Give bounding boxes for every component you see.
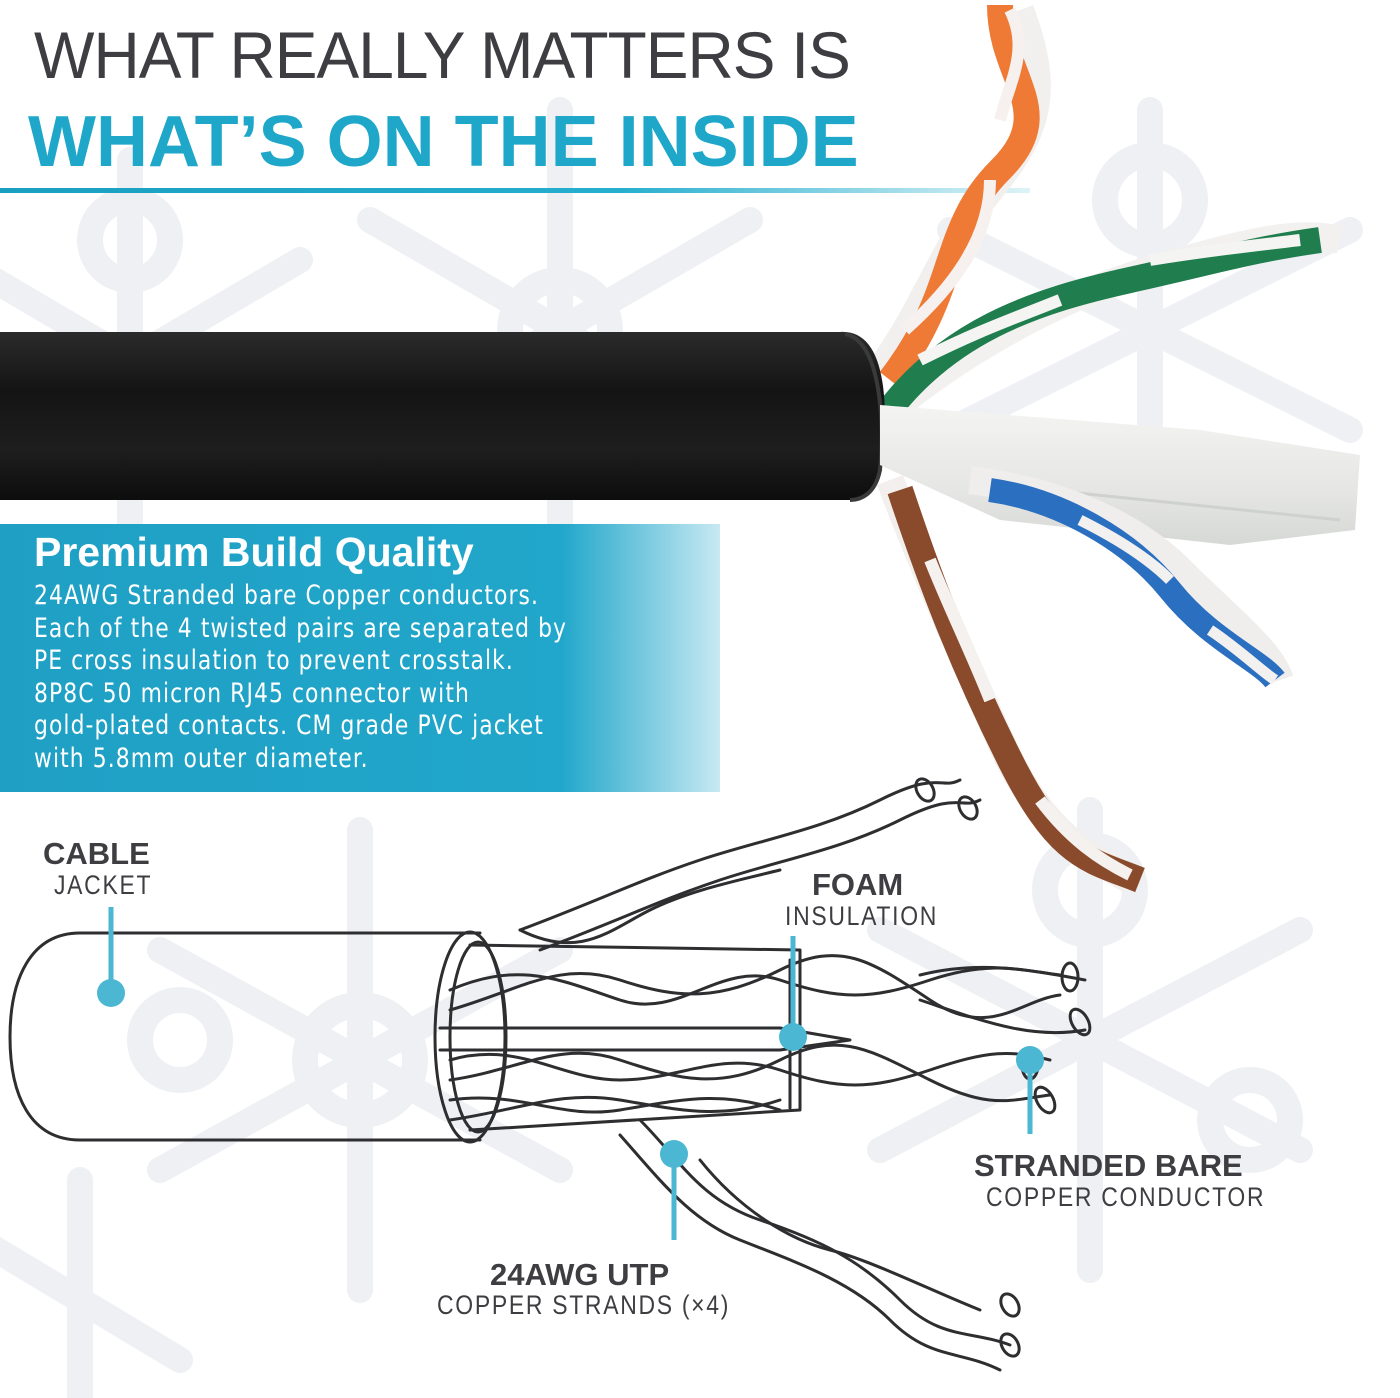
stranded-bare-label-bold: STRANDED BARE — [974, 1148, 1243, 1183]
banner-title: Premium Build Quality — [34, 529, 474, 575]
banner-line: 24AWG Stranded bare Copper conductors. — [34, 580, 539, 611]
cable-jacket-label-bold: CABLE — [43, 836, 150, 871]
headline-line-2: WHAT’S ON THE INSIDE — [28, 102, 859, 182]
banner-body: 24AWG Stranded bare Copper conductors. E… — [34, 580, 646, 775]
headline-divider — [0, 188, 1030, 193]
foam-insulation-label-light: INSULATION — [785, 901, 939, 931]
stranded-bare-dot — [1016, 1046, 1044, 1074]
banner-line: PE cross insulation to prevent crosstalk… — [34, 645, 514, 676]
banner-line: Each of the 4 twisted pairs are separate… — [34, 612, 568, 644]
banner-line: gold-plated contacts. CM grade PVC jacke… — [34, 710, 544, 741]
cable-jacket-dot — [97, 979, 125, 1007]
headline-line-1: WHAT REALLY MATTERS IS — [34, 18, 851, 92]
utp-strands-dot — [660, 1140, 688, 1168]
black-jacket — [0, 331, 885, 502]
feature-banner — [0, 524, 720, 792]
utp-strands-label-bold: 24AWG UTP — [490, 1257, 670, 1292]
blue-pair — [968, 466, 1294, 688]
brown-pair — [876, 475, 1145, 893]
cable-construction-diagram — [8, 777, 1092, 1372]
cable-photo — [0, 4, 1360, 893]
cable-jacket-label-light: JACKET — [54, 870, 153, 900]
jacket-outline — [8, 931, 482, 1142]
orange-pair — [868, 4, 1051, 388]
green-pair — [864, 222, 1344, 438]
stranded-bare-label-light: COPPER CONDUCTOR — [986, 1182, 1266, 1212]
diagram-pointers — [97, 907, 1044, 1240]
banner-line: 8P8C 50 micron RJ45 connector with — [34, 677, 470, 709]
foam-insulation-label-bold: FOAM — [812, 867, 904, 902]
foam-insulation-dot — [779, 1023, 807, 1051]
utp-strands-label-light: COPPER STRANDS (×4) — [437, 1290, 731, 1320]
banner-line: with 5.8mm outer diameter. — [34, 742, 369, 774]
